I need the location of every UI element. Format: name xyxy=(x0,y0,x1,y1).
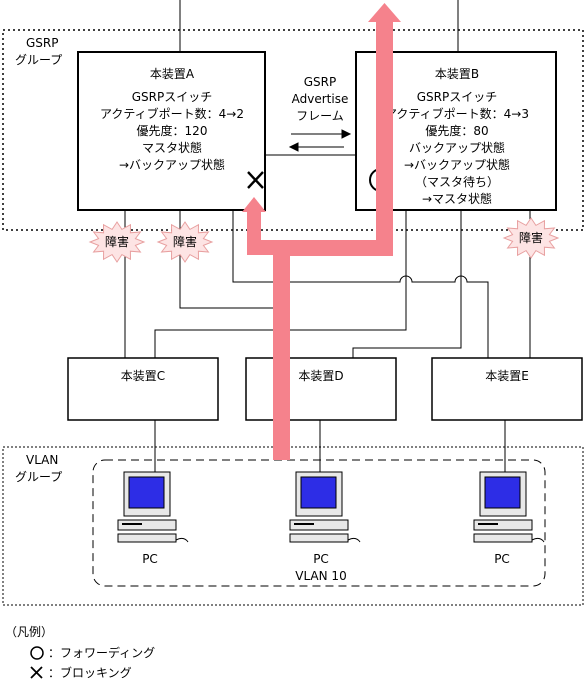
device-a-line4: マスタ状態 xyxy=(142,140,202,155)
device-a-line3: 優先度：120 xyxy=(137,123,208,138)
device-a-title: 本装置A xyxy=(150,67,195,81)
vlan-group-label-1: VLAN xyxy=(26,453,58,467)
legend-forwarding: ：フォワーディング xyxy=(48,645,155,660)
device-c-title: 本装置C xyxy=(121,369,165,383)
device-e-box xyxy=(431,357,583,421)
fault-label-2: 障害 xyxy=(173,234,197,249)
fault-burst-3: 障害 xyxy=(502,217,560,259)
legend-circle-icon xyxy=(30,646,44,660)
gsrp-group-label-2: グループ xyxy=(15,53,62,67)
advertise-arrows xyxy=(288,129,352,152)
advertise-label-1: GSRP xyxy=(304,75,337,89)
gsrp-group-boundary xyxy=(2,29,584,231)
pc-left xyxy=(117,471,189,543)
keyboard-icon xyxy=(289,519,349,531)
screen-icon xyxy=(484,476,521,509)
advertise-label-3: フレーム xyxy=(296,109,344,123)
fault-label-3: 障害 xyxy=(519,230,543,245)
vlan-10-area xyxy=(92,459,546,587)
legend-title: （凡例） xyxy=(5,625,53,639)
keyboard-icon xyxy=(473,519,533,531)
fault-burst-2: 障害 xyxy=(156,221,214,263)
device-b-line5: →バックアップ状態 xyxy=(404,157,510,172)
blocking-mark-icon xyxy=(247,171,264,189)
fault-burst-1: 障害 xyxy=(88,221,146,263)
device-c-box xyxy=(67,357,219,421)
advertise-label-2: Advertise xyxy=(292,92,349,106)
device-a-line5: →バックアップ状態 xyxy=(119,157,225,172)
device-e-title: 本装置E xyxy=(485,369,529,383)
device-a-line2: アクティブポート数：4→2 xyxy=(100,106,244,121)
vlan-group-boundary xyxy=(2,446,584,606)
pc-right-label: PC xyxy=(494,552,510,566)
device-d-title: 本装置D xyxy=(298,369,343,383)
device-d-box xyxy=(245,357,397,421)
device-b-line4: バックアップ状態 xyxy=(409,140,505,155)
legend-blocking: ：ブロッキング xyxy=(48,665,132,680)
screen-icon xyxy=(128,476,165,509)
traffic-path xyxy=(242,3,401,460)
gsrp-group-label-1: GSRP xyxy=(26,36,59,50)
device-a-box xyxy=(77,51,266,211)
device-b-line1: GSRPスイッチ xyxy=(417,90,498,104)
device-b-line6: （マスタ待ち） xyxy=(415,175,499,189)
device-b-line3: 優先度：80 xyxy=(425,123,488,138)
device-b-line7: →マスタ状態 xyxy=(422,191,492,206)
pc-left-label: PC xyxy=(142,552,158,566)
keyboard-icon xyxy=(117,519,177,531)
device-b-title: 本装置B xyxy=(435,67,479,81)
pc-center-label: PC xyxy=(313,552,329,566)
device-b-line2: アクティブポート数：4→3 xyxy=(385,106,529,121)
screen-icon xyxy=(300,476,337,509)
vlan-10-label: VLAN 10 xyxy=(295,569,346,583)
vlan-group-label-2: グループ xyxy=(15,470,62,484)
pc-right xyxy=(473,471,545,543)
pc-center xyxy=(289,471,361,543)
legend-cross-icon xyxy=(30,666,43,679)
device-a-line1: GSRPスイッチ xyxy=(132,90,213,104)
fault-label-1: 障害 xyxy=(105,234,129,249)
